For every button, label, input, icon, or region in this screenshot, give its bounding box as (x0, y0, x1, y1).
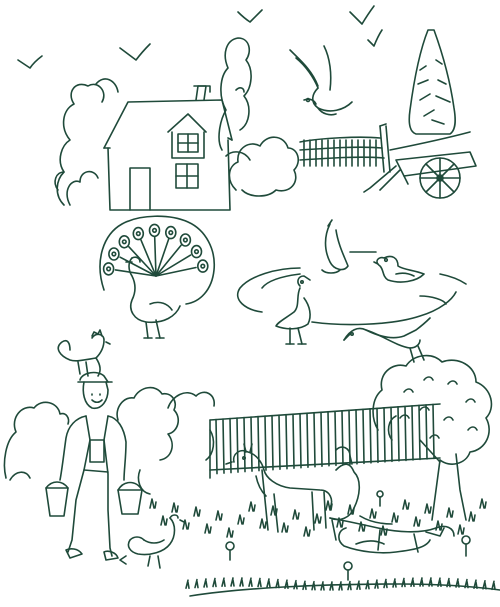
grass (149, 498, 496, 591)
tall-bush (218, 37, 252, 161)
leafy-tree (372, 354, 493, 521)
flying-goose (343, 317, 431, 363)
house-window (175, 163, 199, 189)
picket-fence (299, 123, 471, 173)
hedge-bushes-left (54, 78, 119, 206)
goat (225, 443, 333, 533)
swimming-duck (373, 255, 425, 283)
flower-2 (343, 561, 353, 581)
seagull (289, 45, 353, 116)
dormer (167, 113, 207, 159)
cypress-tree (408, 29, 456, 135)
pond (237, 251, 467, 326)
milk-bucket-left (45, 481, 69, 517)
birds-in-sky (17, 5, 383, 69)
rooster (57, 329, 111, 377)
ground (189, 583, 500, 597)
cow (329, 446, 455, 553)
farmhouse (103, 85, 233, 211)
flower-4 (376, 490, 384, 507)
hand-cart (363, 151, 477, 199)
milk-bucket-right (117, 481, 143, 515)
flower-1 (225, 541, 235, 561)
lying-calf (338, 527, 445, 554)
garden-fence (209, 403, 441, 479)
shrubs-left (3, 386, 215, 495)
peacock (99, 215, 215, 339)
flower-3 (461, 535, 471, 557)
house-door (129, 167, 151, 211)
round-bush (228, 136, 300, 197)
diving-duck (321, 219, 349, 274)
hen (119, 514, 185, 569)
farmer (59, 371, 127, 561)
goose-on-shore (275, 275, 311, 345)
